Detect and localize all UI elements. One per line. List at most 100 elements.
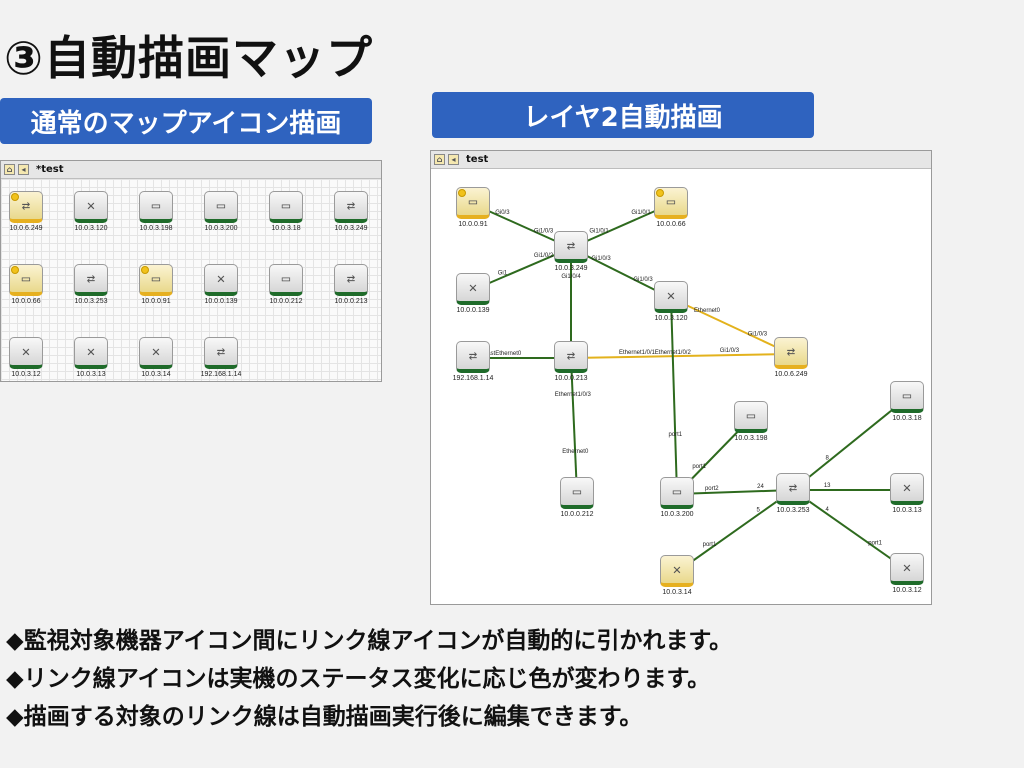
switch-icon: ⇄	[334, 264, 368, 296]
switch-icon: ⇄	[456, 341, 490, 373]
router-icon: ✕	[9, 337, 43, 369]
back-icon[interactable]: ◂	[18, 164, 29, 175]
router-icon: ✕	[660, 555, 694, 587]
link-port-label: 4	[826, 507, 830, 513]
server-icon: ▭	[139, 191, 173, 223]
switch-icon: ⇄	[334, 191, 368, 223]
device-node[interactable]: ⇄192.168.1.14	[199, 337, 243, 378]
server-icon: ▭	[9, 264, 43, 296]
device-node[interactable]: ✕10.0.0.139	[451, 273, 495, 314]
device-label: 10.0.3.12	[11, 371, 41, 378]
device-node[interactable]: ▭10.0.0.66	[4, 264, 48, 305]
link-port-label: Ethernet0	[562, 449, 589, 455]
device-node[interactable]: ⇄10.0.3.253	[771, 473, 815, 514]
link-port-label: FastEthernet0	[484, 351, 522, 357]
device-label: 10.0.3.13	[76, 371, 106, 378]
device-node[interactable]: ▭10.0.0.212	[555, 477, 599, 518]
device-node[interactable]: ▭10.0.0.66	[649, 187, 693, 228]
device-label: 10.0.3.120	[654, 315, 688, 322]
device-node[interactable]: ✕10.0.3.14	[655, 555, 699, 596]
switch-icon: ⇄	[554, 341, 588, 373]
server-icon: ▭	[654, 187, 688, 219]
alert-dot-icon	[141, 266, 149, 274]
device-node[interactable]: ▭10.0.3.198	[134, 191, 178, 232]
device-node[interactable]: ⇄10.0.3.249	[549, 231, 593, 272]
normal-map-toolbar: ⌂ ◂ *test	[1, 161, 381, 179]
link-port-label: Gi0/3	[495, 210, 510, 216]
device-node[interactable]: ▭10.0.3.200	[655, 477, 699, 518]
device-node[interactable]: ⇄10.0.3.253	[69, 264, 113, 305]
router-icon: ✕	[456, 273, 490, 305]
device-label: 10.0.0.212	[269, 298, 303, 305]
alert-dot-icon	[656, 189, 664, 197]
device-node[interactable]: ⇄10.0.6.249	[769, 337, 813, 378]
device-node[interactable]: ▭10.0.3.18	[264, 191, 308, 232]
normal-map-canvas[interactable]: ⇄10.0.6.249✕10.0.3.120▭10.0.3.198▭10.0.3…	[1, 179, 381, 381]
home-icon[interactable]: ⌂	[4, 164, 15, 175]
server-icon: ▭	[660, 477, 694, 509]
device-node[interactable]: ▭10.0.0.91	[451, 187, 495, 228]
page-title: ③自動描画マップ	[4, 31, 373, 85]
home-icon[interactable]: ⌂	[434, 154, 445, 165]
back-icon[interactable]: ◂	[448, 154, 459, 165]
device-label: 10.0.3.253	[776, 507, 810, 514]
device-node[interactable]: ✕10.0.3.120	[69, 191, 113, 232]
device-node[interactable]: ⇄10.0.0.213	[549, 341, 593, 382]
device-node[interactable]: ⇄ 10.0.0.213	[329, 264, 373, 305]
device-node[interactable]: ✕10.0.3.12	[885, 553, 929, 594]
router-icon: ✕	[654, 281, 688, 313]
link-port-label: Ethernet1/0/1	[619, 350, 656, 356]
device-label: 10.0.6.249	[9, 225, 43, 232]
link-port-label: Gi1/0/2	[534, 253, 554, 259]
link-line[interactable]	[570, 357, 578, 495]
link-port-label: Ethernet0	[694, 308, 721, 314]
device-node[interactable]: ⇄10.0.6.249	[4, 191, 48, 232]
device-node[interactable]: ▭10.0.0.91	[134, 264, 178, 305]
router-icon: ✕	[890, 473, 924, 505]
device-label: 10.0.0.139	[204, 298, 238, 305]
device-label: 10.0.0.213	[334, 298, 368, 305]
router-icon: ✕	[890, 553, 924, 585]
alert-dot-icon	[11, 266, 19, 274]
device-label: 10.0.3.198	[734, 435, 768, 442]
normal-map-panel: ⌂ ◂ *test ⇄10.0.6.249✕10.0.3.120▭10.0.3.…	[0, 160, 382, 382]
device-node[interactable]: ▭10.0.0.212	[264, 264, 308, 305]
device-node[interactable]: ▭10.0.3.198	[729, 401, 773, 442]
link-line[interactable]	[676, 489, 794, 495]
link-port-label: Ethernet1/0/2	[655, 350, 692, 356]
link-line[interactable]	[676, 489, 794, 573]
link-port-label: 5	[757, 508, 761, 514]
link-port-label: Gi1/0/1	[631, 210, 651, 216]
link-line[interactable]	[670, 297, 792, 355]
link-port-label: port1	[668, 432, 682, 438]
device-node[interactable]: ✕ 10.0.3.12	[4, 337, 48, 378]
device-node[interactable]: ✕ 10.0.3.120	[649, 281, 693, 322]
link-line[interactable]	[570, 353, 792, 359]
link-port-label: Gi1/0/3	[748, 331, 768, 337]
device-node[interactable]: ▭10.0.3.200	[199, 191, 243, 232]
server-icon: ▭	[204, 191, 238, 223]
device-node[interactable]: ✕10.0.3.13	[69, 337, 113, 378]
link-port-label: 24	[757, 484, 764, 490]
link-layer: Gi0/3Gi1/0/3Gi1/0/1Gi1/0/1Gi1Gi1/0/2Gi1/…	[472, 203, 908, 573]
device-label: 10.0.3.120	[74, 225, 108, 232]
device-node[interactable]: ⇄192.168.1.14	[451, 341, 495, 382]
server-icon: ▭	[269, 191, 303, 223]
link-port-label: Gi1/0/1	[589, 229, 609, 235]
device-node[interactable]: ✕10.0.0.139	[199, 264, 243, 305]
device-node[interactable]: ✕10.0.3.14	[134, 337, 178, 378]
link-line[interactable]	[792, 489, 908, 571]
device-node[interactable]: ⇄ 10.0.3.249	[329, 191, 373, 232]
device-node[interactable]: ✕ 10.0.3.13	[885, 473, 929, 514]
switch-icon: ⇄	[774, 337, 808, 369]
device-label: 10.0.3.13	[892, 507, 922, 514]
device-label: 10.0.3.249	[334, 225, 368, 232]
device-label: 10.0.0.212	[560, 511, 594, 518]
link-line[interactable]	[792, 397, 908, 491]
auto-layout-toolbar: ⌂ ◂ test	[431, 151, 931, 169]
link-line[interactable]	[670, 297, 678, 495]
device-node[interactable]: ▭10.0.3.18	[885, 381, 929, 422]
link-port-label: 8	[826, 455, 830, 461]
device-label: 10.0.0.91	[458, 221, 488, 228]
